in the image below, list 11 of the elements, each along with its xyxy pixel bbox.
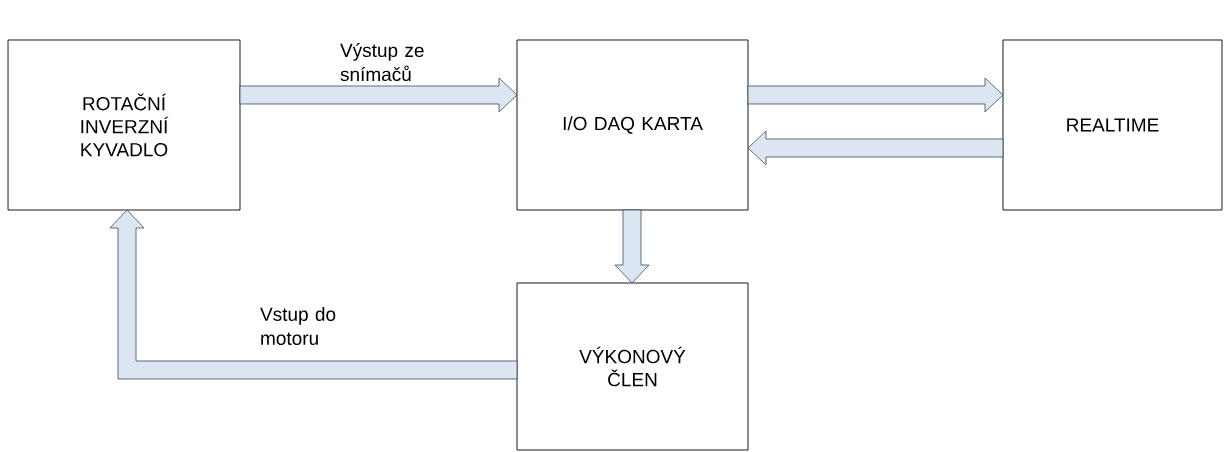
edge-label: Výstup ze snímačů: [340, 42, 424, 82]
process-box: VÝKONOVÝ ČLEN: [516, 282, 749, 451]
process-box: I/O DAQ KARTA: [516, 39, 749, 211]
arrow: [747, 130, 1004, 166]
process-box: ROTAČNÍ INVERZNÍ KYVADLO: [7, 39, 241, 211]
arrow: [614, 209, 650, 284]
edge-label: Vstup do motoru: [260, 307, 336, 345]
process-box: REALTIME: [1002, 39, 1223, 211]
arrow: [109, 209, 518, 380]
arrow: [747, 77, 1004, 113]
arrow: [239, 77, 518, 113]
